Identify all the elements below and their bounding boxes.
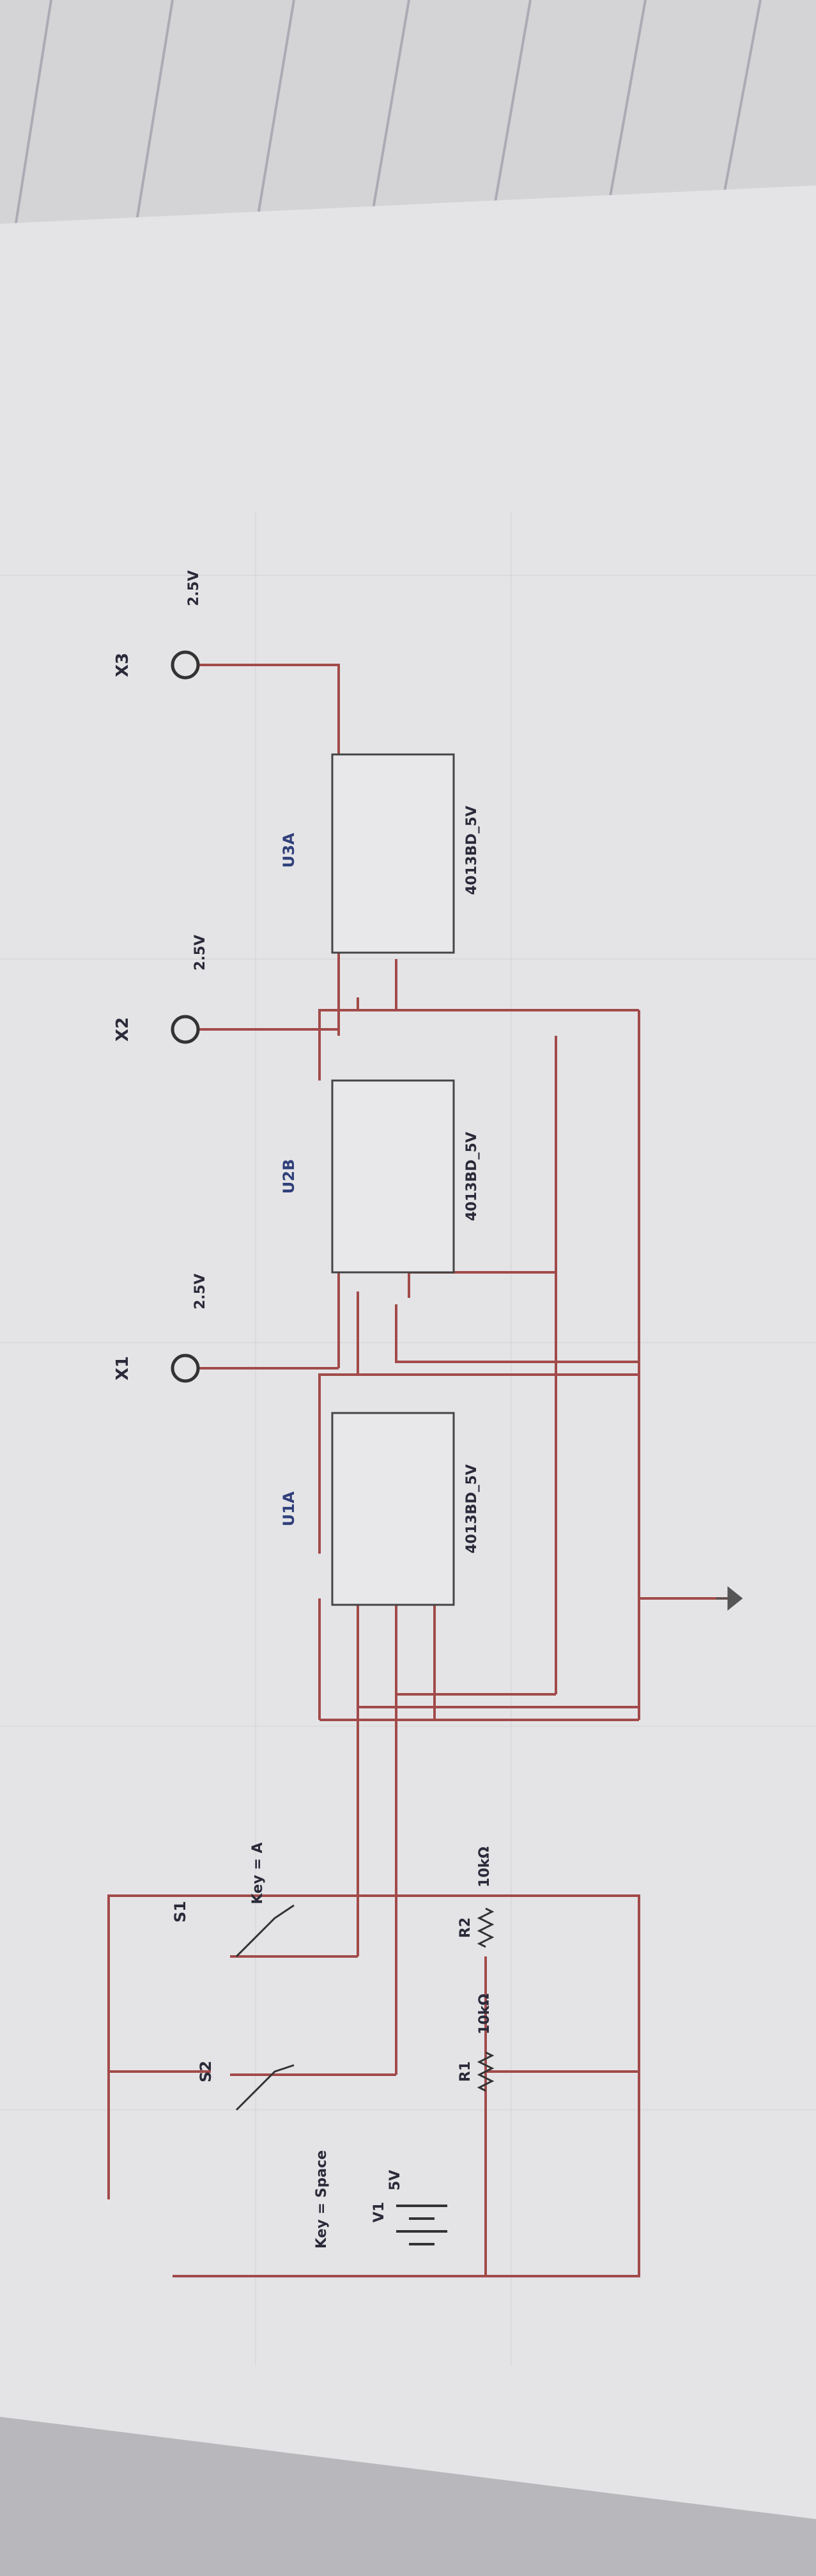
switch-s2 xyxy=(235,2064,295,2111)
probe-x3-voltage: 2.5V xyxy=(186,570,202,606)
chip-u2b-name: U2B xyxy=(280,1159,298,1194)
probe-x3-label: X3 xyxy=(113,653,132,677)
chip-u3a-part: 4013BD_5V xyxy=(464,806,480,895)
probe-x1-voltage: 2.5V xyxy=(192,1274,208,1309)
chip-u1a-part: 4013BD_5V xyxy=(464,1464,480,1554)
resistor-r2-label: R2 xyxy=(458,1917,473,1938)
probe-x2-label: X2 xyxy=(113,1017,132,1042)
ground-symbol xyxy=(716,1586,743,1611)
switch-s1-label: S1 xyxy=(171,1901,189,1923)
resistor-r1 xyxy=(477,2051,495,2092)
chip-u2b xyxy=(331,1079,455,1274)
chip-u3a xyxy=(331,753,455,954)
resistor-r1-value: 10kΩ xyxy=(477,1994,493,2034)
chip-u3a-name: U3A xyxy=(280,832,298,868)
probe-x1 xyxy=(171,1354,200,1383)
probe-x1-label: X1 xyxy=(113,1356,132,1380)
battery-v1 xyxy=(396,2205,447,2245)
switch-s2-key: Key = Space xyxy=(314,2150,330,2249)
resistor-r2 xyxy=(477,1907,495,1948)
chip-u2b-part: 4013BD_5V xyxy=(464,1132,480,1221)
resistor-r2-value: 10kΩ xyxy=(477,1846,493,1887)
battery-v1-value: 5V xyxy=(387,2170,403,2190)
resistor-r1-label: R1 xyxy=(458,2061,473,2082)
switch-s1 xyxy=(235,1904,295,1958)
notebook-line xyxy=(12,0,52,244)
chip-u1a-name: U1A xyxy=(280,1491,298,1526)
switch-s2-label: S2 xyxy=(197,2061,215,2082)
printed-sheet xyxy=(0,185,816,2532)
probe-x3 xyxy=(171,650,200,680)
battery-v1-label: V1 xyxy=(371,2202,387,2222)
chip-u1a xyxy=(331,1412,455,1606)
probe-x2 xyxy=(171,1015,200,1044)
probe-x2-voltage: 2.5V xyxy=(192,935,208,971)
switch-s1-key: Key = A xyxy=(250,1843,266,1905)
